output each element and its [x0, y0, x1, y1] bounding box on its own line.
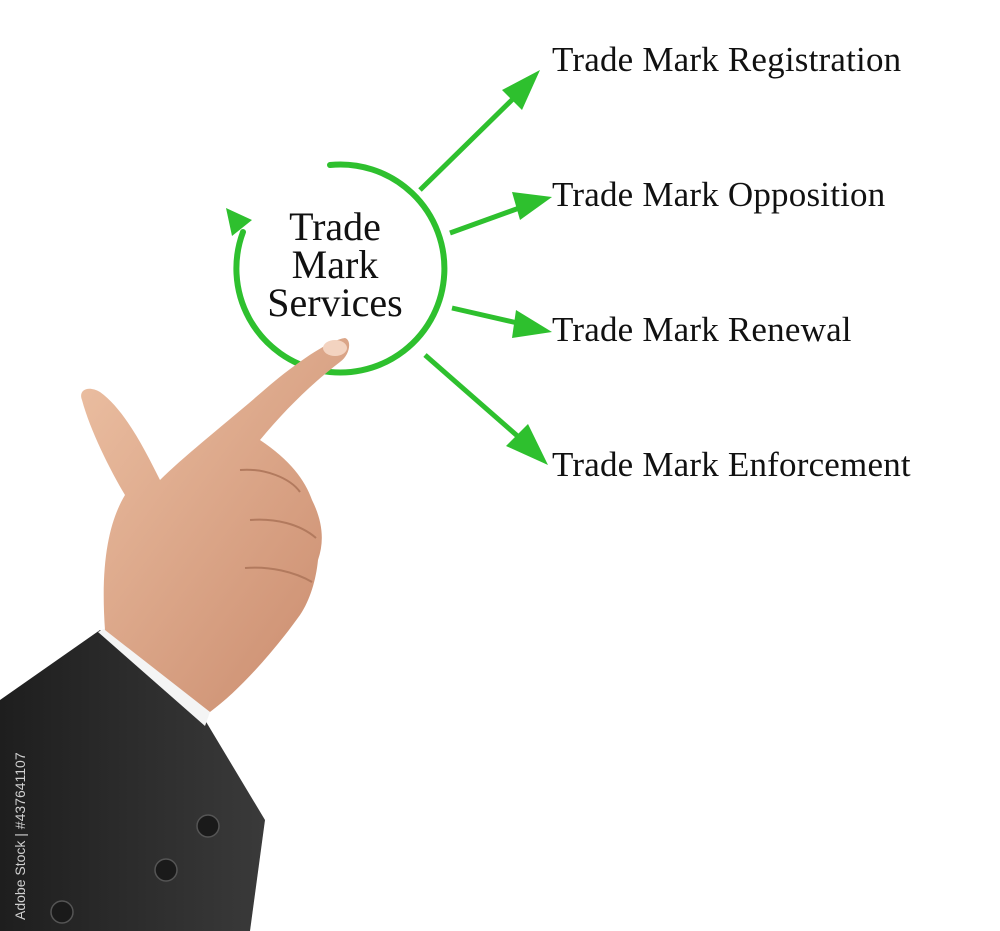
center-label-line: Mark	[291, 242, 379, 287]
center-label: Trade Mark Services	[230, 204, 440, 325]
stock-watermark: Adobe Stock | #437641107	[12, 752, 28, 920]
arrow-enforcement	[423, 353, 548, 465]
circle-arrowhead	[226, 208, 252, 236]
sleeve-button	[50, 900, 74, 924]
branch-label-renewal: Trade Mark Renewal	[552, 310, 852, 349]
sleeve-button	[154, 858, 178, 882]
sleeve-button	[196, 814, 220, 838]
hand	[81, 338, 350, 712]
center-label-line: Services	[267, 280, 403, 325]
center-label-line: Trade	[289, 204, 381, 249]
branch-label-registration: Trade Mark Registration	[552, 40, 902, 79]
center-circle	[226, 161, 448, 376]
arrow-renewal	[451, 305, 552, 338]
arrow-opposition	[449, 192, 552, 236]
fingernail	[323, 340, 347, 356]
suit-sleeve	[0, 630, 265, 931]
pointing-hand-illustration	[0, 338, 350, 931]
shirt-cuff	[98, 622, 210, 726]
arrow-registration	[418, 70, 540, 192]
branch-label-opposition: Trade Mark Opposition	[552, 175, 886, 214]
branch-label-enforcement: Trade Mark Enforcement	[552, 445, 911, 484]
circle-arc	[233, 161, 448, 376]
